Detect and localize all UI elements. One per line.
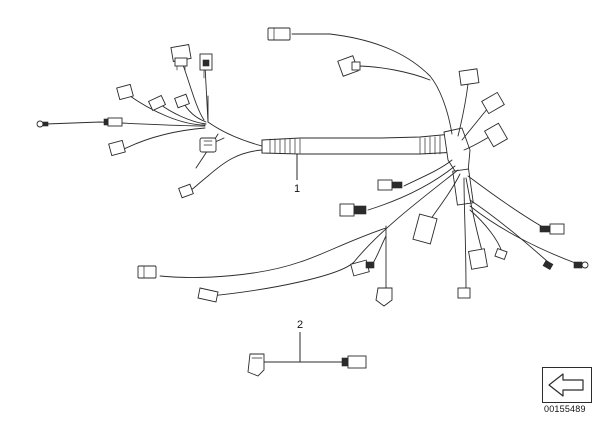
cable-inline-connector — [341, 355, 367, 369]
single-cable: 2 — [247, 319, 367, 377]
connector-right-f — [494, 247, 508, 261]
connector-top-e — [483, 122, 509, 148]
connector-elbow — [375, 287, 393, 307]
connector-left-inline — [103, 117, 123, 127]
connector-top-c — [458, 68, 480, 86]
connector-right-a — [468, 248, 488, 270]
connector-top-left-a — [170, 44, 192, 71]
callout-2-label: 2 — [297, 319, 303, 331]
connector-right-e — [573, 261, 589, 269]
connector-bottom-left — [137, 265, 157, 279]
connector-right-d — [542, 259, 554, 271]
connector-left-ground-eye — [36, 120, 49, 128]
connector-top-left-b — [199, 53, 213, 79]
left-arrow-icon — [548, 373, 584, 397]
connector-top-b — [337, 55, 361, 77]
image-code: 00155489 — [544, 404, 586, 414]
connector-left-c — [174, 93, 190, 109]
connector-top-a — [267, 27, 291, 41]
connector-bottom-mid — [197, 287, 219, 303]
harness-trunk — [261, 133, 459, 155]
engine-wiring-harness: 1 — [36, 27, 589, 307]
connector-right-c — [539, 223, 565, 235]
connector-sensor-b — [339, 203, 367, 217]
back-arrow-button[interactable] — [542, 367, 592, 403]
connector-right-b — [457, 287, 471, 299]
connector-left-h — [178, 183, 194, 199]
connector-left-f — [108, 139, 126, 157]
connector-left-e — [116, 83, 134, 101]
junction-block — [443, 127, 474, 206]
connector-left-d — [147, 94, 167, 112]
cable-elbow-connector — [247, 353, 265, 377]
callout-1-label: 1 — [294, 183, 300, 195]
connector-top-d — [481, 91, 505, 115]
connector-sensor-a — [377, 179, 403, 191]
connector-module — [412, 213, 438, 245]
connector-left-g — [199, 137, 217, 153]
connector-sensor-c — [350, 259, 375, 277]
